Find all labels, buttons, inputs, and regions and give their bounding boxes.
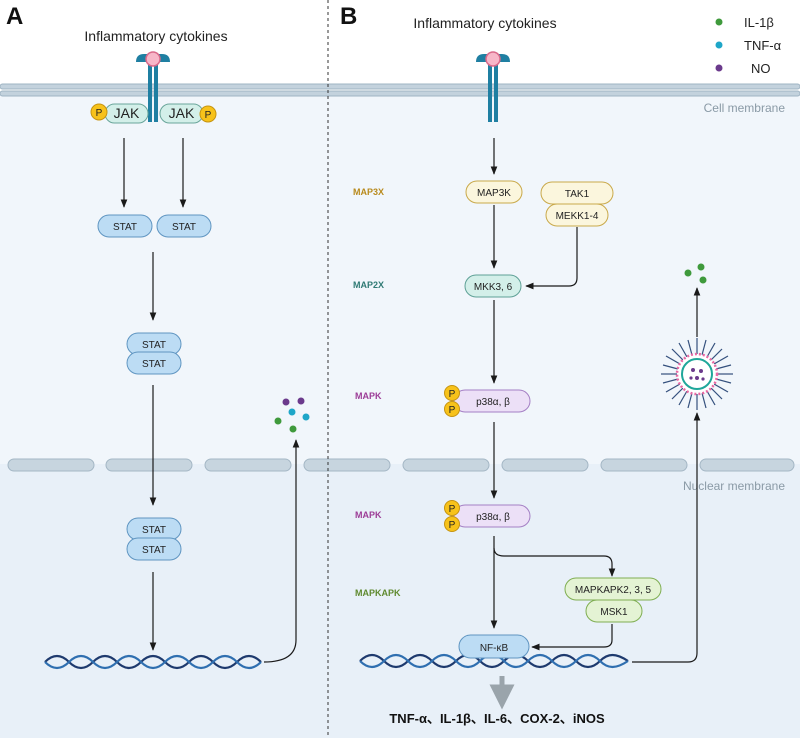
arrow-secretion-a: [263, 439, 300, 663]
secretory-vesicle-icon: [661, 338, 733, 410]
extracellular-space: [0, 0, 800, 90]
phospho-icon: [90, 103, 108, 121]
msk1-label: MSK1: [600, 607, 628, 618]
legend-label-il1b: IL-1β: [744, 15, 774, 30]
cell-membrane-label: Cell membrane: [704, 101, 786, 115]
nfkb-box: [458, 634, 530, 659]
cytokine-cluster-b: [684, 263, 707, 284]
map3k-label: MAP3K: [477, 188, 511, 199]
stat-dimer-bottom-label: STAT: [142, 359, 166, 370]
cytoplasm-region: [0, 92, 800, 464]
stat-nuc-bottom-box: [126, 537, 182, 561]
legend-swatch-il1b: [715, 18, 723, 26]
stat-dimer-top-label: STAT: [142, 340, 166, 351]
msk1-box: [585, 599, 643, 623]
arrow-secretion-b: [632, 412, 701, 663]
nuclear-membrane: [7, 458, 795, 472]
legend: IL-1β TNF-α NO: [715, 15, 782, 76]
jak-right-label: JAK: [169, 105, 195, 121]
dna-a-icon: [44, 654, 262, 670]
legend-swatch-no: [715, 64, 723, 72]
level-label-mapk-nuc: MAPK: [355, 510, 382, 520]
p38-cyto-label: p38α, β: [476, 397, 510, 408]
cytokine-cluster-a: [274, 397, 310, 433]
level-label-mapk-cyto: MAPK: [355, 391, 382, 401]
level-label-map3x: MAP3X: [353, 187, 384, 197]
mkk-label: MKK3, 6: [474, 282, 513, 293]
mapkapk-label: MAPKAPK2, 3, 5: [575, 585, 652, 596]
legend-label-no: NO: [751, 61, 771, 76]
stat-left-box: [97, 214, 153, 238]
tak1-label: TAK1: [565, 189, 590, 200]
output-mediators: TNF-α、IL-1β、IL-6、COX-2、iNOS: [389, 711, 605, 726]
nucleus-region: [0, 464, 800, 738]
phospho-icon: [444, 500, 460, 516]
phospho-label: P: [449, 405, 456, 416]
stat-right-label: STAT: [172, 222, 196, 233]
stat-nuc-top-label: STAT: [142, 525, 166, 536]
nuclear-membrane-label: Nuclear membrane: [683, 479, 785, 493]
panel-b-title: Inflammatory cytokines: [413, 15, 556, 31]
receptor-b-icon: [476, 51, 510, 122]
stat-nuc-bottom-label: STAT: [142, 545, 166, 556]
arrow-p38-mapkapk: [493, 547, 616, 577]
p38-nuc-label: p38α, β: [476, 512, 510, 523]
level-label-mapkapk: MAPKAPK: [355, 588, 401, 598]
level-label-map2x: MAP2X: [353, 280, 384, 290]
receptor-a-icon: [136, 51, 170, 122]
map3k-box: [465, 180, 523, 204]
panel-label-b: B: [340, 3, 357, 30]
p38-cyto-box: [453, 389, 531, 413]
legend-swatch-tnfa: [715, 41, 723, 49]
mekk-box: [545, 203, 609, 227]
stat-dimer-bottom-box: [126, 351, 182, 375]
arrow-mekk-mkk: [525, 227, 578, 290]
legend-label-tnfa: TNF-α: [744, 38, 782, 53]
phospho-label: P: [449, 520, 456, 531]
mekk-label: MEKK1-4: [556, 211, 599, 222]
jak-left-label: JAK: [114, 105, 140, 121]
phospho-label: P: [449, 389, 456, 400]
cell-membrane: [0, 83, 800, 97]
panel-a-title: Inflammatory cytokines: [84, 28, 227, 44]
stat-right-box: [156, 214, 212, 238]
panel-label-a: A: [6, 3, 23, 30]
phospho-icon: [199, 105, 217, 123]
p38-nuc-box: [453, 504, 531, 528]
mkk-box: [464, 274, 522, 298]
phospho-icon: [444, 516, 460, 532]
phospho-icon: [444, 385, 460, 401]
arrow-msk1-nfkb: [531, 624, 613, 651]
nfkb-label: NF-κB: [480, 643, 509, 654]
phospho-icon: [444, 401, 460, 417]
phospho-label: P: [449, 504, 456, 515]
stat-left-label: STAT: [113, 222, 137, 233]
phospho-label: P: [205, 110, 212, 121]
phospho-label: P: [96, 108, 103, 119]
